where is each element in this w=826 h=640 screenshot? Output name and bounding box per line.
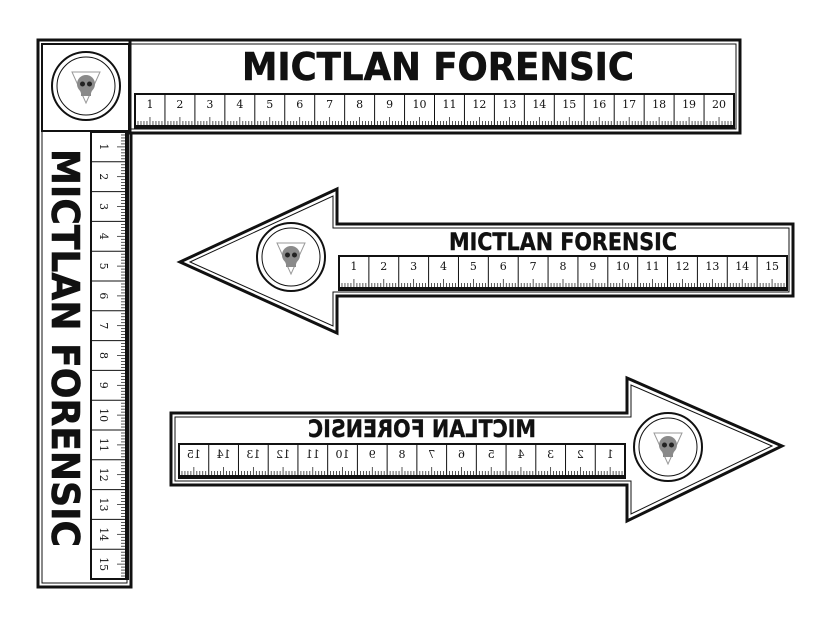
- ruler-number: 14: [735, 260, 749, 273]
- skull-icon: [659, 436, 677, 457]
- ruler-number: 8: [356, 98, 363, 111]
- ruler-number: 10: [97, 408, 110, 422]
- ruler-number: 7: [97, 322, 110, 329]
- ruler-number: 10: [413, 98, 427, 111]
- ruler-number: 13: [502, 98, 516, 111]
- ruler-number: 16: [592, 98, 606, 111]
- ruler-number: 6: [296, 98, 303, 111]
- ruler-number: 4: [440, 260, 447, 273]
- ruler-number: 11: [646, 260, 660, 273]
- ruler-number: 3: [410, 260, 417, 273]
- ruler-number: 12: [97, 468, 110, 482]
- ruler-number: 1: [97, 143, 110, 150]
- ruler-number: 8: [97, 352, 110, 359]
- ruler-number: 6: [458, 448, 465, 461]
- brand-title-arrow-right-mirrored: MICTLAN FORENSIC: [308, 415, 536, 443]
- ruler-number: 15: [765, 260, 779, 273]
- ruler-number: 5: [488, 448, 495, 461]
- ruler-number: 11: [442, 98, 456, 111]
- ruler-number: 17: [622, 98, 636, 111]
- ruler-number: 6: [97, 292, 110, 299]
- brand-title-side: MICTLAN FORENSIC: [43, 149, 87, 547]
- ruler-number: 13: [705, 260, 719, 273]
- ruler-number: 5: [97, 263, 110, 270]
- ruler-number: 14: [97, 527, 110, 541]
- ruler-number: 4: [97, 233, 110, 240]
- ruler-number: 9: [386, 98, 393, 111]
- ruler-number: 15: [562, 98, 576, 111]
- ruler-number: 12: [276, 448, 290, 461]
- ruler-number: 3: [547, 448, 554, 461]
- ruler-number: 1: [607, 448, 614, 461]
- skull-icon: [282, 246, 300, 267]
- ruler-number: 1: [146, 98, 153, 111]
- ruler-number: 8: [399, 448, 406, 461]
- ruler-number: 2: [176, 98, 183, 111]
- ruler-number: 15: [187, 448, 201, 461]
- ruler-number: 11: [97, 438, 110, 452]
- logo-badge: [633, 412, 703, 482]
- ruler-number: 9: [369, 448, 376, 461]
- ruler-number: 10: [616, 260, 630, 273]
- ruler-number: 19: [682, 98, 696, 111]
- logo-badge: [51, 51, 121, 121]
- ruler-number: 2: [97, 173, 110, 180]
- ruler-number: 14: [217, 448, 231, 461]
- ruler-number: 7: [326, 98, 333, 111]
- ruler-number: 5: [470, 260, 477, 273]
- skull-icon: [77, 75, 95, 96]
- ruler-number: 18: [652, 98, 666, 111]
- ruler-number: 1: [350, 260, 357, 273]
- ruler-number: 2: [577, 448, 584, 461]
- brand-title-arrow-left: MICTLAN FORENSIC: [449, 228, 677, 256]
- ruler-number: 9: [97, 382, 110, 389]
- ruler-number: 14: [532, 98, 546, 111]
- ruler-number: 20: [712, 98, 726, 111]
- ruler-number: 3: [97, 203, 110, 210]
- ruler-number: 12: [472, 98, 486, 111]
- ruler-number: 2: [380, 260, 387, 273]
- ruler-number: 8: [560, 260, 567, 273]
- ruler-arrow-right: 15 14 13 12 11 10 9 8 7 6 5 4 3 2 1: [178, 443, 626, 479]
- ruler-number: 13: [97, 498, 110, 512]
- ruler-number: 3: [206, 98, 213, 111]
- arrow-scale-right: MICTLAN FORENSIC 15 14 13 12 11 10 9 8 7 6 5 4 3 2 1: [169, 375, 786, 524]
- ruler-number: 12: [675, 260, 689, 273]
- ruler-number: 15: [97, 557, 110, 571]
- ruler-number: 7: [530, 260, 537, 273]
- logo-badge: [256, 222, 326, 292]
- ruler-number: 5: [266, 98, 273, 111]
- ruler-number: 10: [336, 448, 350, 461]
- ruler-number: 7: [428, 448, 435, 461]
- ruler-number: 13: [246, 448, 260, 461]
- brand-title-top: MICTLAN FORENSIC: [242, 45, 634, 89]
- ruler-number: 6: [500, 260, 507, 273]
- ruler-number: 9: [589, 260, 596, 273]
- ruler-number: 4: [517, 448, 524, 461]
- ruler-number: 4: [236, 98, 243, 111]
- ruler-number: 11: [306, 448, 320, 461]
